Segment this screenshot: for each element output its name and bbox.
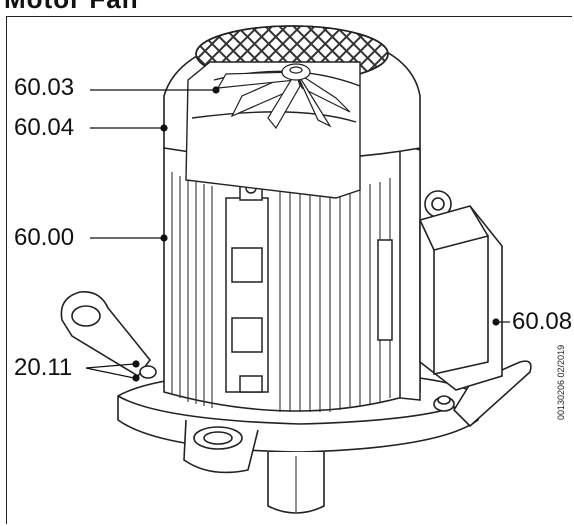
leader-screw-1-dot xyxy=(132,374,140,382)
side-bracket xyxy=(377,142,421,401)
lifting-lug-left xyxy=(60,291,157,379)
document-reference: 00130206 02/2019 xyxy=(556,344,566,420)
fan-blades xyxy=(216,63,351,130)
page-title: Motor Fan xyxy=(4,0,139,14)
mounting-brackets xyxy=(225,179,269,393)
leader-screw-2-dot xyxy=(132,360,140,368)
callout-motor: 60.00 xyxy=(14,224,75,251)
fan-cutaway xyxy=(185,61,361,199)
leader-lines xyxy=(85,86,510,382)
leader-motor-dot xyxy=(160,234,168,242)
diagram-frame xyxy=(6,16,572,524)
callout-fan-cover: 60.04 xyxy=(14,114,75,141)
lifting-lug-right xyxy=(433,360,532,428)
leader-fan-cover-dot xyxy=(160,124,168,132)
terminal-box xyxy=(419,205,503,391)
callout-screws: 20.11 xyxy=(14,354,73,381)
leader-terminal-box-dot xyxy=(492,318,500,326)
header-strip: Motor Fan xyxy=(0,0,574,14)
leader-screw-2 xyxy=(85,363,135,369)
leader-fan-dot xyxy=(212,86,220,94)
cooling-fins xyxy=(171,172,391,412)
shaft xyxy=(267,452,325,514)
callout-fan: 60.03 xyxy=(14,74,75,101)
eye-bolt xyxy=(424,190,452,218)
leader-screw-1 xyxy=(85,367,135,379)
callout-terminal-box: 60.08 xyxy=(512,308,573,335)
